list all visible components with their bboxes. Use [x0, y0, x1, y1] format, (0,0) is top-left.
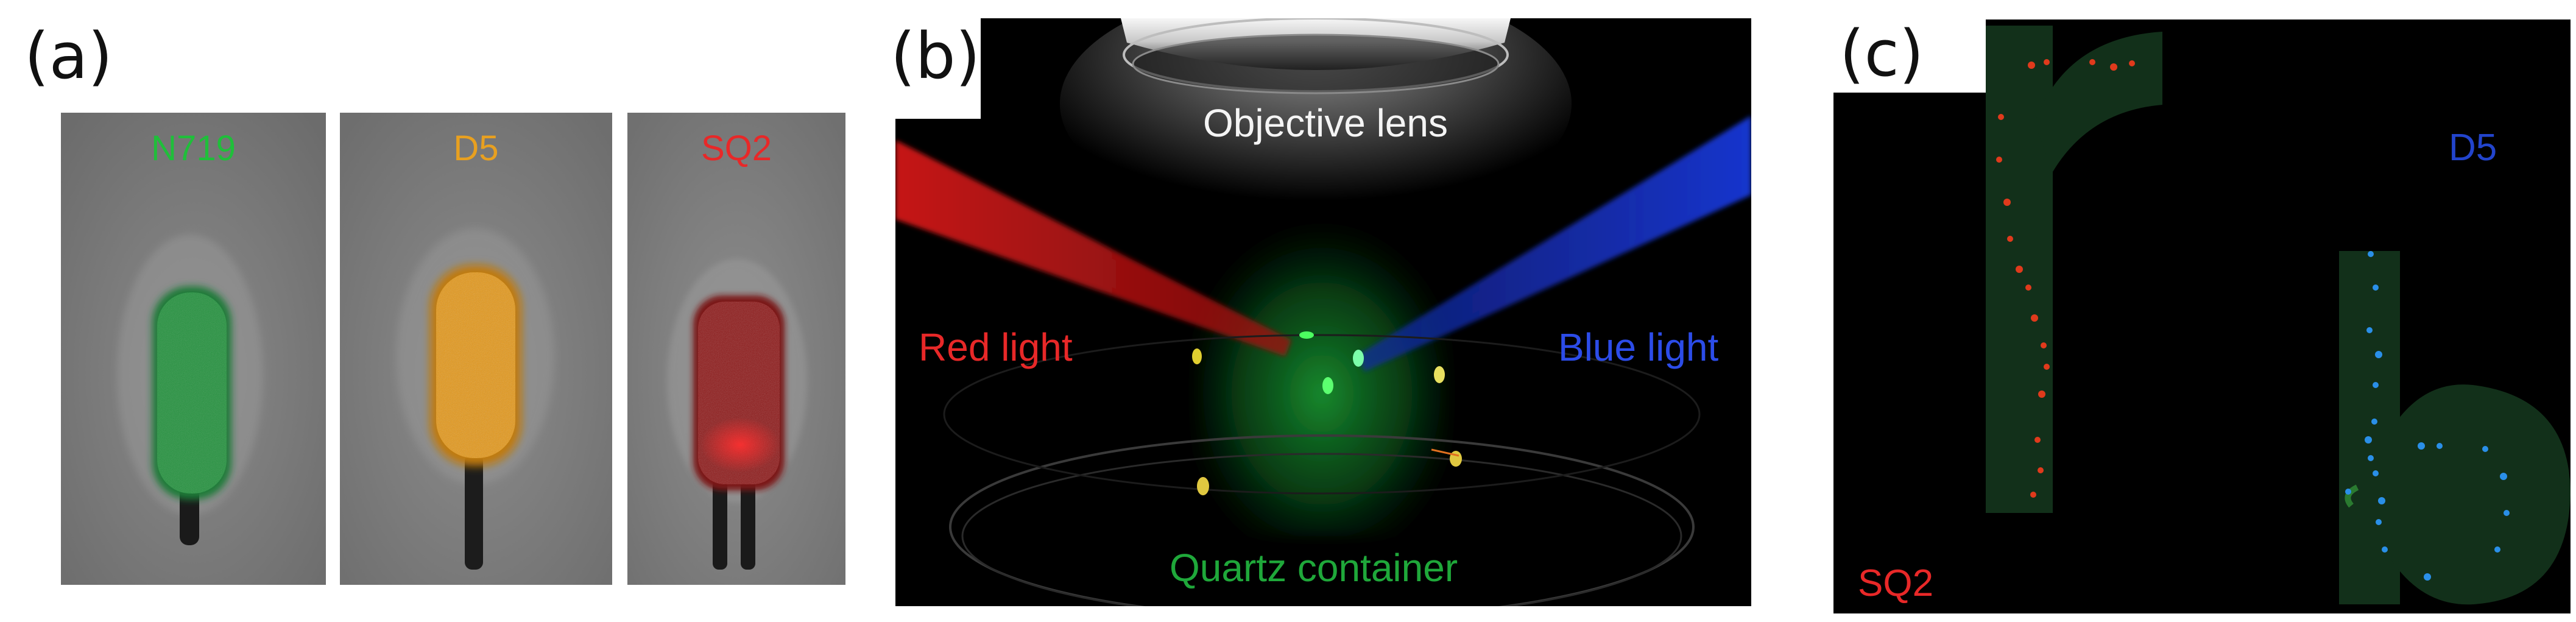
panel-b-label: (b) — [891, 19, 981, 93]
micrograph-d5: D5 — [340, 113, 612, 585]
micrograph-sq2-image — [627, 113, 845, 585]
micrograph-n719: N719 — [61, 113, 326, 585]
optical-setup-scene — [895, 18, 1751, 606]
micro-objects — [1192, 331, 1462, 495]
label-blue-light: Blue light — [1558, 325, 1719, 369]
label-objective-lens: Objective lens — [1203, 101, 1448, 145]
label-quartz-container: Quartz container — [1170, 546, 1458, 590]
panel-a-label: (a) — [24, 19, 113, 93]
micrograph-sq2: SQ2 — [627, 113, 845, 585]
caption-d5: D5 — [453, 129, 499, 168]
micrograph-n719-image — [61, 113, 326, 585]
d5-particles — [2345, 251, 2510, 581]
letter-r-shape — [1986, 26, 2162, 513]
letter-b-shape — [2339, 251, 2571, 605]
caption-n719: N719 — [151, 129, 236, 168]
micrograph-d5-image — [340, 113, 612, 585]
sq2-particles — [1996, 59, 2135, 498]
label-sq2: SQ2 — [1858, 562, 1934, 604]
caption-sq2: SQ2 — [700, 129, 772, 168]
label-red-light: Red light — [919, 325, 1073, 369]
optical-setup-illustration: Objective lens Red light Blue light Quar… — [895, 18, 1751, 606]
letter-pattern-scene — [1833, 13, 2571, 613]
particle-pattern-rb: D5 SQ2 — [1833, 13, 2571, 613]
label-d5: D5 — [2449, 127, 2497, 169]
panel-c-label: (c) — [1840, 16, 1924, 91]
